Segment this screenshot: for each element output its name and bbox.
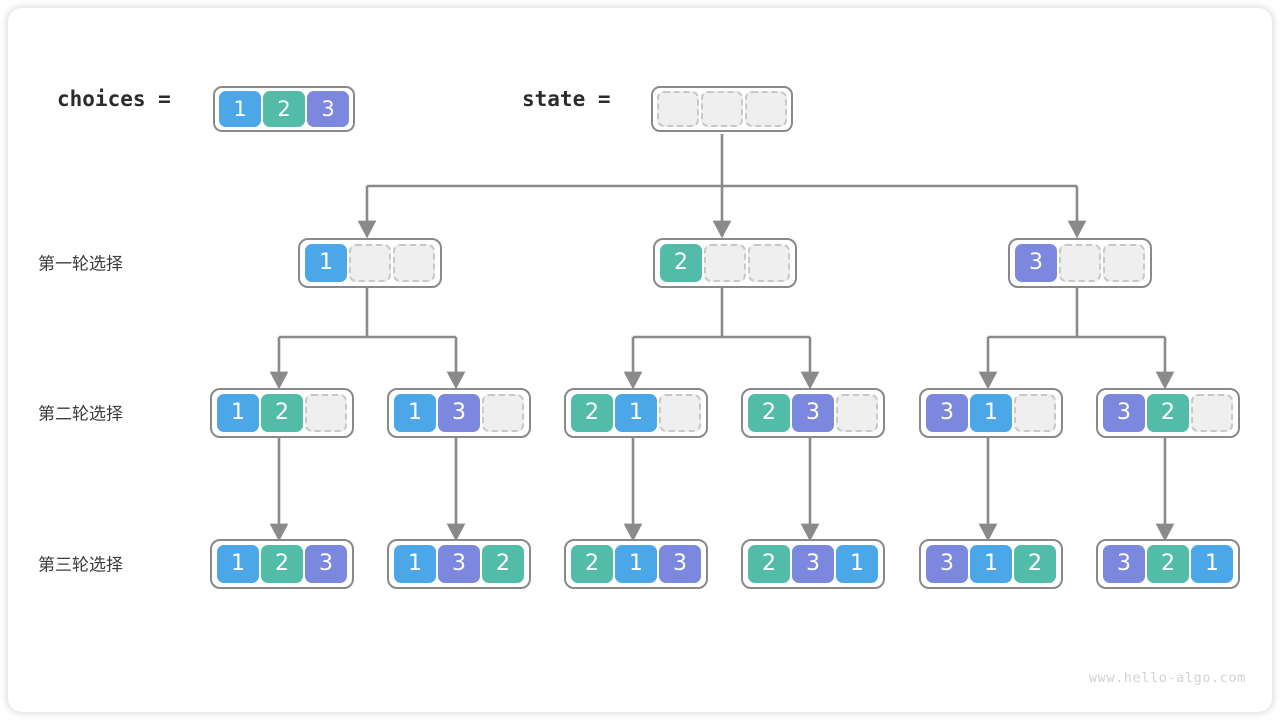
node-cell-filled: 3 <box>659 545 701 583</box>
node-cell-filled: 2 <box>261 394 303 432</box>
node-cell-empty <box>748 244 790 282</box>
node-cell-filled: 1 <box>217 394 259 432</box>
node-cell-filled: 3 <box>1103 394 1145 432</box>
node-cell-filled: 2 <box>748 394 790 432</box>
row-label-round-2: 第二轮选择 <box>38 404 123 425</box>
node-cell-filled: 2 <box>1147 545 1189 583</box>
node-cell-filled: 1 <box>970 394 1012 432</box>
watermark: www.hello-algo.com <box>1088 670 1246 686</box>
node-cell-filled: 1 <box>217 545 259 583</box>
state-node-r1-n3: 3 <box>1008 238 1152 288</box>
node-cell-empty <box>1014 394 1056 432</box>
node-cell-filled: 2 <box>660 244 702 282</box>
choices-cell-filled: 3 <box>307 91 349 127</box>
row-label-round-3: 第三轮选择 <box>38 555 123 576</box>
node-cell-filled: 1 <box>615 545 657 583</box>
state-cell-empty <box>657 91 699 127</box>
node-cell-filled: 1 <box>394 545 436 583</box>
node-cell-filled: 2 <box>1147 394 1189 432</box>
node-cell-filled: 3 <box>1015 244 1057 282</box>
node-cell-filled: 1 <box>970 545 1012 583</box>
node-cell-filled: 2 <box>1014 545 1056 583</box>
node-cell-filled: 2 <box>571 545 613 583</box>
node-cell-empty <box>659 394 701 432</box>
node-cell-filled: 3 <box>926 545 968 583</box>
state-cell-empty <box>745 91 787 127</box>
state-cell-empty <box>701 91 743 127</box>
node-cell-filled: 3 <box>926 394 968 432</box>
node-cell-empty <box>1191 394 1233 432</box>
node-cell-filled: 1 <box>305 244 347 282</box>
node-cell-empty <box>482 394 524 432</box>
node-cell-filled: 3 <box>438 394 480 432</box>
node-cell-empty <box>1059 244 1101 282</box>
choices-label: choices = <box>57 87 171 111</box>
node-cell-filled: 3 <box>792 394 834 432</box>
node-cell-empty <box>836 394 878 432</box>
node-cell-empty <box>305 394 347 432</box>
state-array <box>651 86 793 132</box>
node-cell-filled: 1 <box>1191 545 1233 583</box>
node-cell-empty <box>349 244 391 282</box>
choices-cell-filled: 2 <box>263 91 305 127</box>
node-cell-filled: 2 <box>482 545 524 583</box>
node-cell-filled: 3 <box>792 545 834 583</box>
row-label-round-1: 第一轮选择 <box>38 254 123 275</box>
node-cell-empty <box>393 244 435 282</box>
state-node-r1-n2: 2 <box>653 238 797 288</box>
node-cell-filled: 2 <box>748 545 790 583</box>
node-cell-filled: 3 <box>305 545 347 583</box>
node-cell-filled: 1 <box>394 394 436 432</box>
choices-cell-filled: 1 <box>219 91 261 127</box>
node-cell-filled: 2 <box>261 545 303 583</box>
node-cell-filled: 2 <box>571 394 613 432</box>
node-cell-empty <box>704 244 746 282</box>
node-cell-filled: 3 <box>1103 545 1145 583</box>
node-cell-empty <box>1103 244 1145 282</box>
state-node-r1-n1: 1 <box>298 238 442 288</box>
node-cell-filled: 1 <box>836 545 878 583</box>
state-label: state = <box>522 87 611 111</box>
node-cell-filled: 3 <box>438 545 480 583</box>
node-cell-filled: 1 <box>615 394 657 432</box>
